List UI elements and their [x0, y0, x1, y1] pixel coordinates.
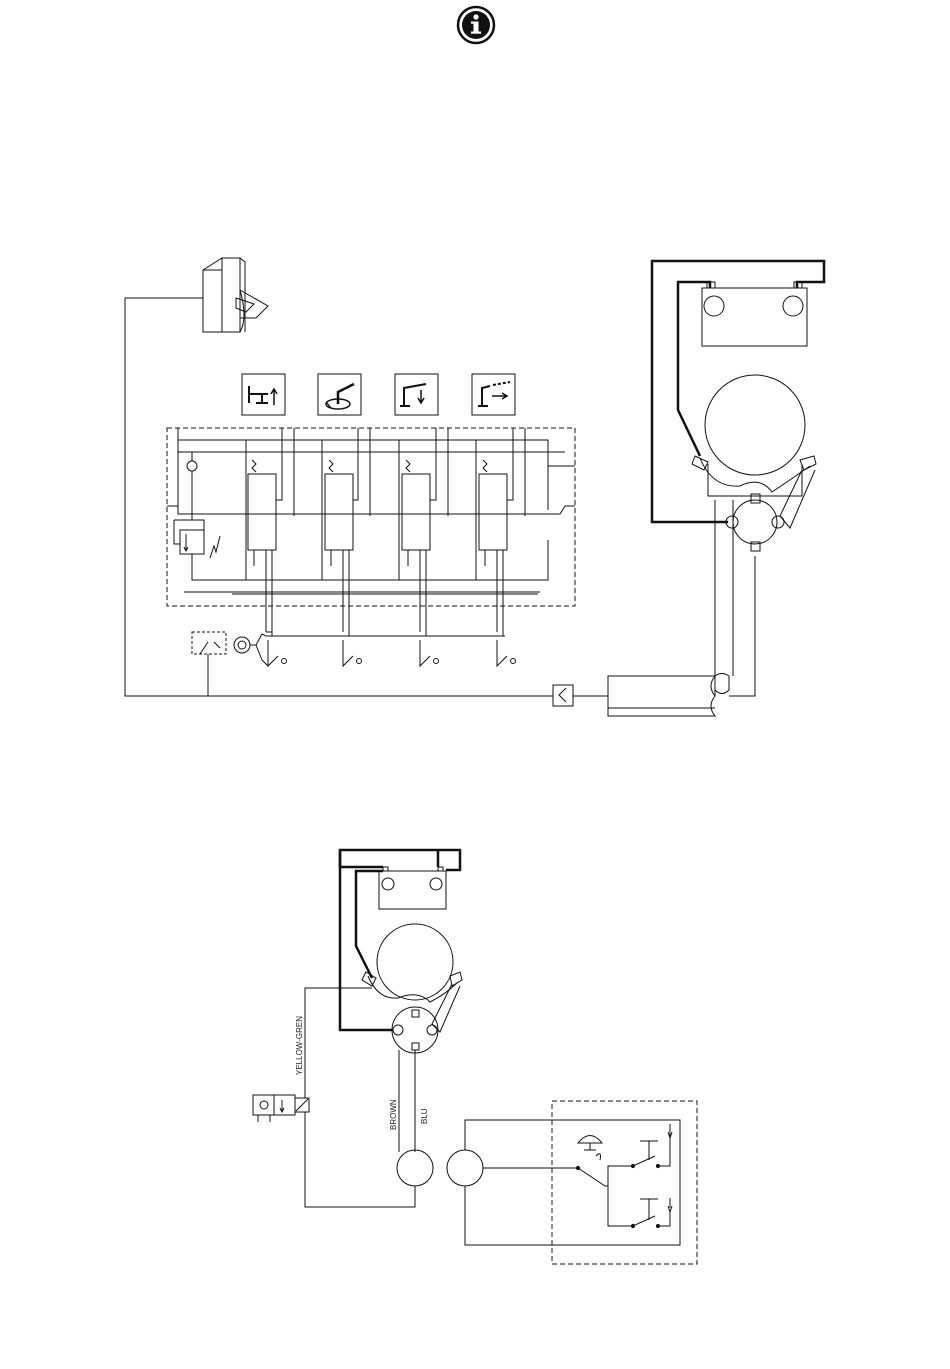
boom-lift-icon	[395, 374, 438, 415]
solenoid-valve	[253, 1095, 309, 1122]
telescope-extend-icon	[242, 374, 285, 415]
label-brown: BROWN	[389, 1099, 398, 1130]
motor	[692, 375, 816, 551]
battery-bottom	[379, 867, 446, 909]
control-valve-block	[167, 428, 575, 636]
cable-housing	[608, 500, 755, 716]
motor-bottom	[362, 924, 462, 1053]
connector-left	[397, 1150, 433, 1186]
diagram-bottom	[253, 850, 697, 1264]
remote-control-unit	[203, 258, 268, 332]
slewing-icon	[318, 374, 361, 415]
connector-right	[447, 1150, 483, 1186]
label-yellow-green: YELLOW-GREN	[295, 1016, 304, 1075]
lever-linkage	[192, 632, 516, 696]
jib-extend-icon	[472, 374, 515, 415]
info-icon	[458, 7, 494, 43]
battery	[702, 282, 807, 346]
label-blue: BLU	[420, 1108, 429, 1124]
connector-plug	[553, 685, 608, 706]
switch-box	[552, 1101, 697, 1264]
diagram-top	[125, 258, 824, 716]
